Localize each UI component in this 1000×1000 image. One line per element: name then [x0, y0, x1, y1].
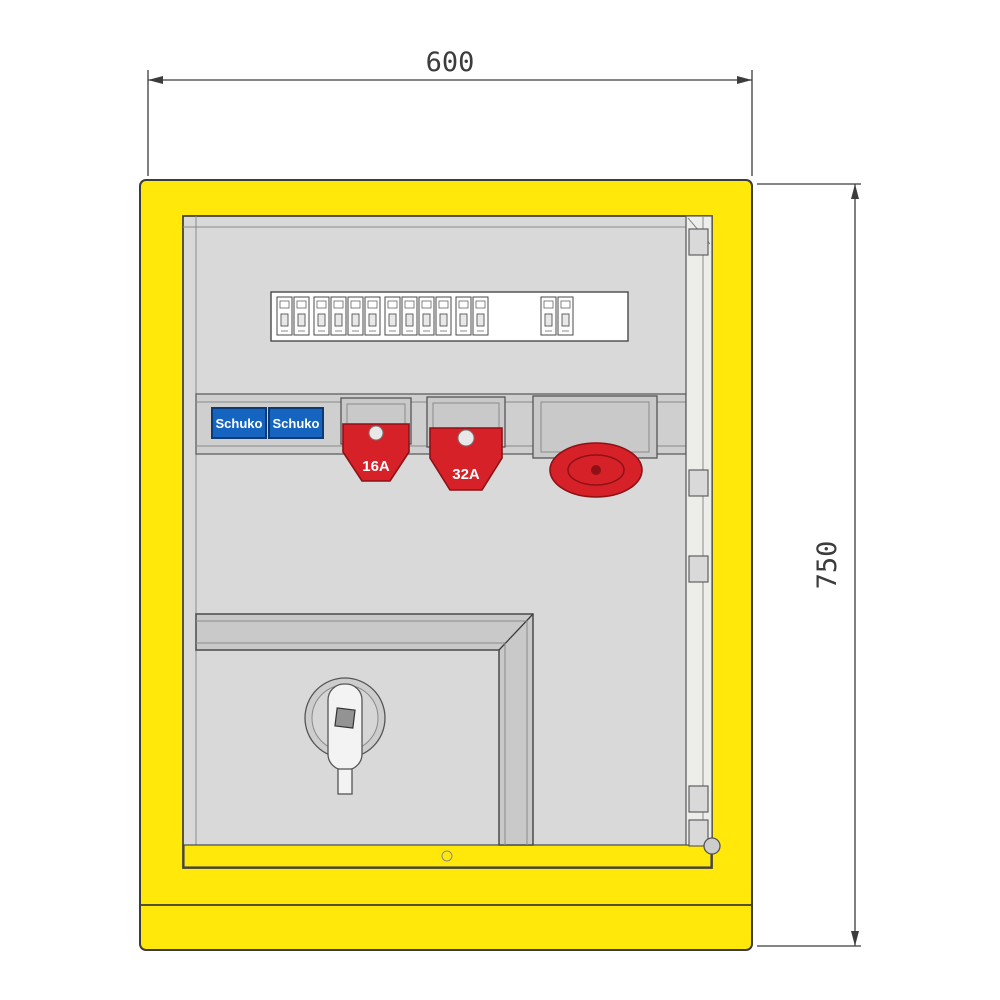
breaker-module — [330, 296, 347, 336]
arrowhead-left — [148, 76, 163, 84]
right-dimension: 750 — [757, 183, 861, 947]
inner-door-frame — [195, 613, 534, 846]
hinge-block-lower — [688, 785, 709, 813]
arrowhead-top — [851, 184, 859, 199]
inner-bottom-strip — [183, 844, 712, 868]
breaker-module — [384, 296, 401, 336]
cee-32a-hinge-pin — [457, 429, 475, 447]
breaker-module — [418, 296, 435, 336]
hinge-block-middle — [688, 555, 709, 583]
breaker-module — [435, 296, 452, 336]
schuko-right-label: Schuko — [273, 416, 320, 431]
schuko-socket-left: Schuko — [211, 407, 267, 439]
arrowhead-bottom — [851, 931, 859, 946]
lock-handle — [304, 677, 386, 795]
schuko-left-body — [211, 407, 267, 439]
hinge-block-top — [688, 228, 709, 256]
breaker-module — [276, 296, 293, 336]
cee-16a-cover — [342, 423, 410, 482]
hinge-block-upper — [688, 469, 709, 497]
cee-socket-16a: 16A — [340, 397, 412, 482]
schuko-right-body — [268, 407, 324, 439]
hinge-column-body — [685, 215, 713, 846]
lock-cylinder — [703, 837, 721, 855]
breaker-module — [401, 296, 418, 336]
width-dimension-label: 600 — [426, 47, 475, 78]
schuko-socket-right: Schuko — [268, 407, 324, 439]
cee-16a-label: 16A — [362, 458, 390, 475]
height-dimension-label: 750 — [812, 541, 843, 590]
breaker-module — [455, 296, 472, 336]
breaker-module — [472, 296, 489, 336]
cee-large-cap-ring — [567, 454, 625, 486]
breaker-module — [540, 296, 557, 336]
cee-16a-hinge-pin — [368, 425, 384, 441]
top-dimension: 600 — [147, 47, 753, 176]
breaker-module — [364, 296, 381, 336]
hinge-column — [685, 215, 721, 855]
breaker-module — [293, 296, 310, 336]
breaker-module — [347, 296, 364, 336]
breaker-module — [313, 296, 330, 336]
breaker-strip — [270, 291, 629, 342]
hinge-block-bottom — [688, 819, 709, 847]
lock-tail — [337, 768, 353, 795]
cee-32a-label: 32A — [452, 466, 480, 483]
cee-socket-32a: 32A — [426, 396, 506, 491]
breaker-module — [557, 296, 574, 336]
cee-socket-large — [532, 395, 658, 498]
schuko-left-label: Schuko — [216, 416, 263, 431]
breaker-modules — [276, 296, 574, 336]
cee-32a-cover — [429, 427, 503, 491]
vent-hole — [441, 850, 453, 862]
lock-square-nut — [334, 707, 356, 729]
cee-large-cap-center — [591, 465, 601, 475]
arrowhead-right — [737, 76, 752, 84]
